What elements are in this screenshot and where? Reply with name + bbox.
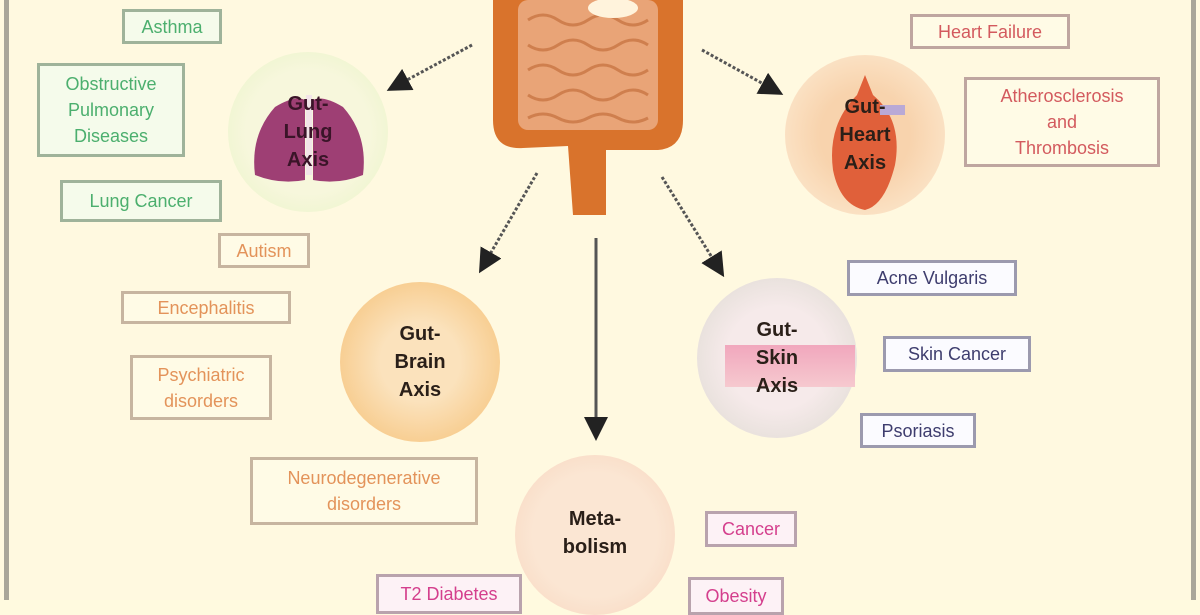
arrow-to-skin-icon bbox=[660, 176, 725, 278]
disease-cancer: Cancer bbox=[705, 511, 797, 547]
diagram-canvas: Gut- Lung Axis Gut- Heart Axis Gut- Brai… bbox=[4, 0, 1196, 615]
disease-asthma: Asthma bbox=[122, 9, 222, 44]
disease-autism: Autism bbox=[218, 233, 310, 268]
disease-atherosclerosis-thrombosis: Atherosclerosis and Thrombosis bbox=[964, 77, 1160, 167]
arrow-to-heart-icon bbox=[701, 48, 784, 95]
disease-acne-vulgaris: Acne Vulgaris bbox=[847, 260, 1017, 296]
arrow-to-brain-icon bbox=[478, 172, 539, 274]
arrows-layer bbox=[386, 43, 784, 441]
disease-psychiatric-disorders: Psychiatric disorders bbox=[130, 355, 272, 420]
gut-brain-axis-circle bbox=[340, 282, 500, 442]
lungs-icon bbox=[254, 95, 364, 182]
metabolism-circle: Meta- bolism bbox=[515, 455, 675, 615]
disease-neurodegenerative-disorders: Neurodegenerative disorders bbox=[250, 457, 478, 525]
gut-skin-axis-label: Gut- Skin Axis bbox=[755, 319, 799, 397]
disease-heart-failure: Heart Failure bbox=[910, 14, 1070, 49]
disease-encephalitis: Encephalitis bbox=[121, 291, 291, 324]
heart-icon bbox=[832, 75, 905, 210]
skin-layer-icon bbox=[725, 345, 855, 387]
metabolism-label: Meta- bolism bbox=[562, 508, 628, 558]
disease-lung-cancer: Lung Cancer bbox=[60, 180, 222, 222]
disease-obstructive-pulmonary: Obstructive Pulmonary Diseases bbox=[37, 63, 185, 157]
right-frame-border bbox=[1191, 0, 1196, 600]
arrow-to-lung-icon bbox=[386, 43, 473, 91]
gut-lung-axis-label: Gut- Lung Axis bbox=[283, 93, 333, 171]
disease-skin-cancer: Skin Cancer bbox=[883, 336, 1031, 372]
gut-intestine-icon bbox=[493, 0, 683, 215]
disease-psoriasis: Psoriasis bbox=[860, 413, 976, 448]
gut-heart-axis-label: Gut- Heart Axis bbox=[839, 96, 891, 174]
left-frame-border bbox=[4, 0, 9, 600]
gut-brain-axis-label: Gut- Brain Axis bbox=[394, 323, 446, 401]
